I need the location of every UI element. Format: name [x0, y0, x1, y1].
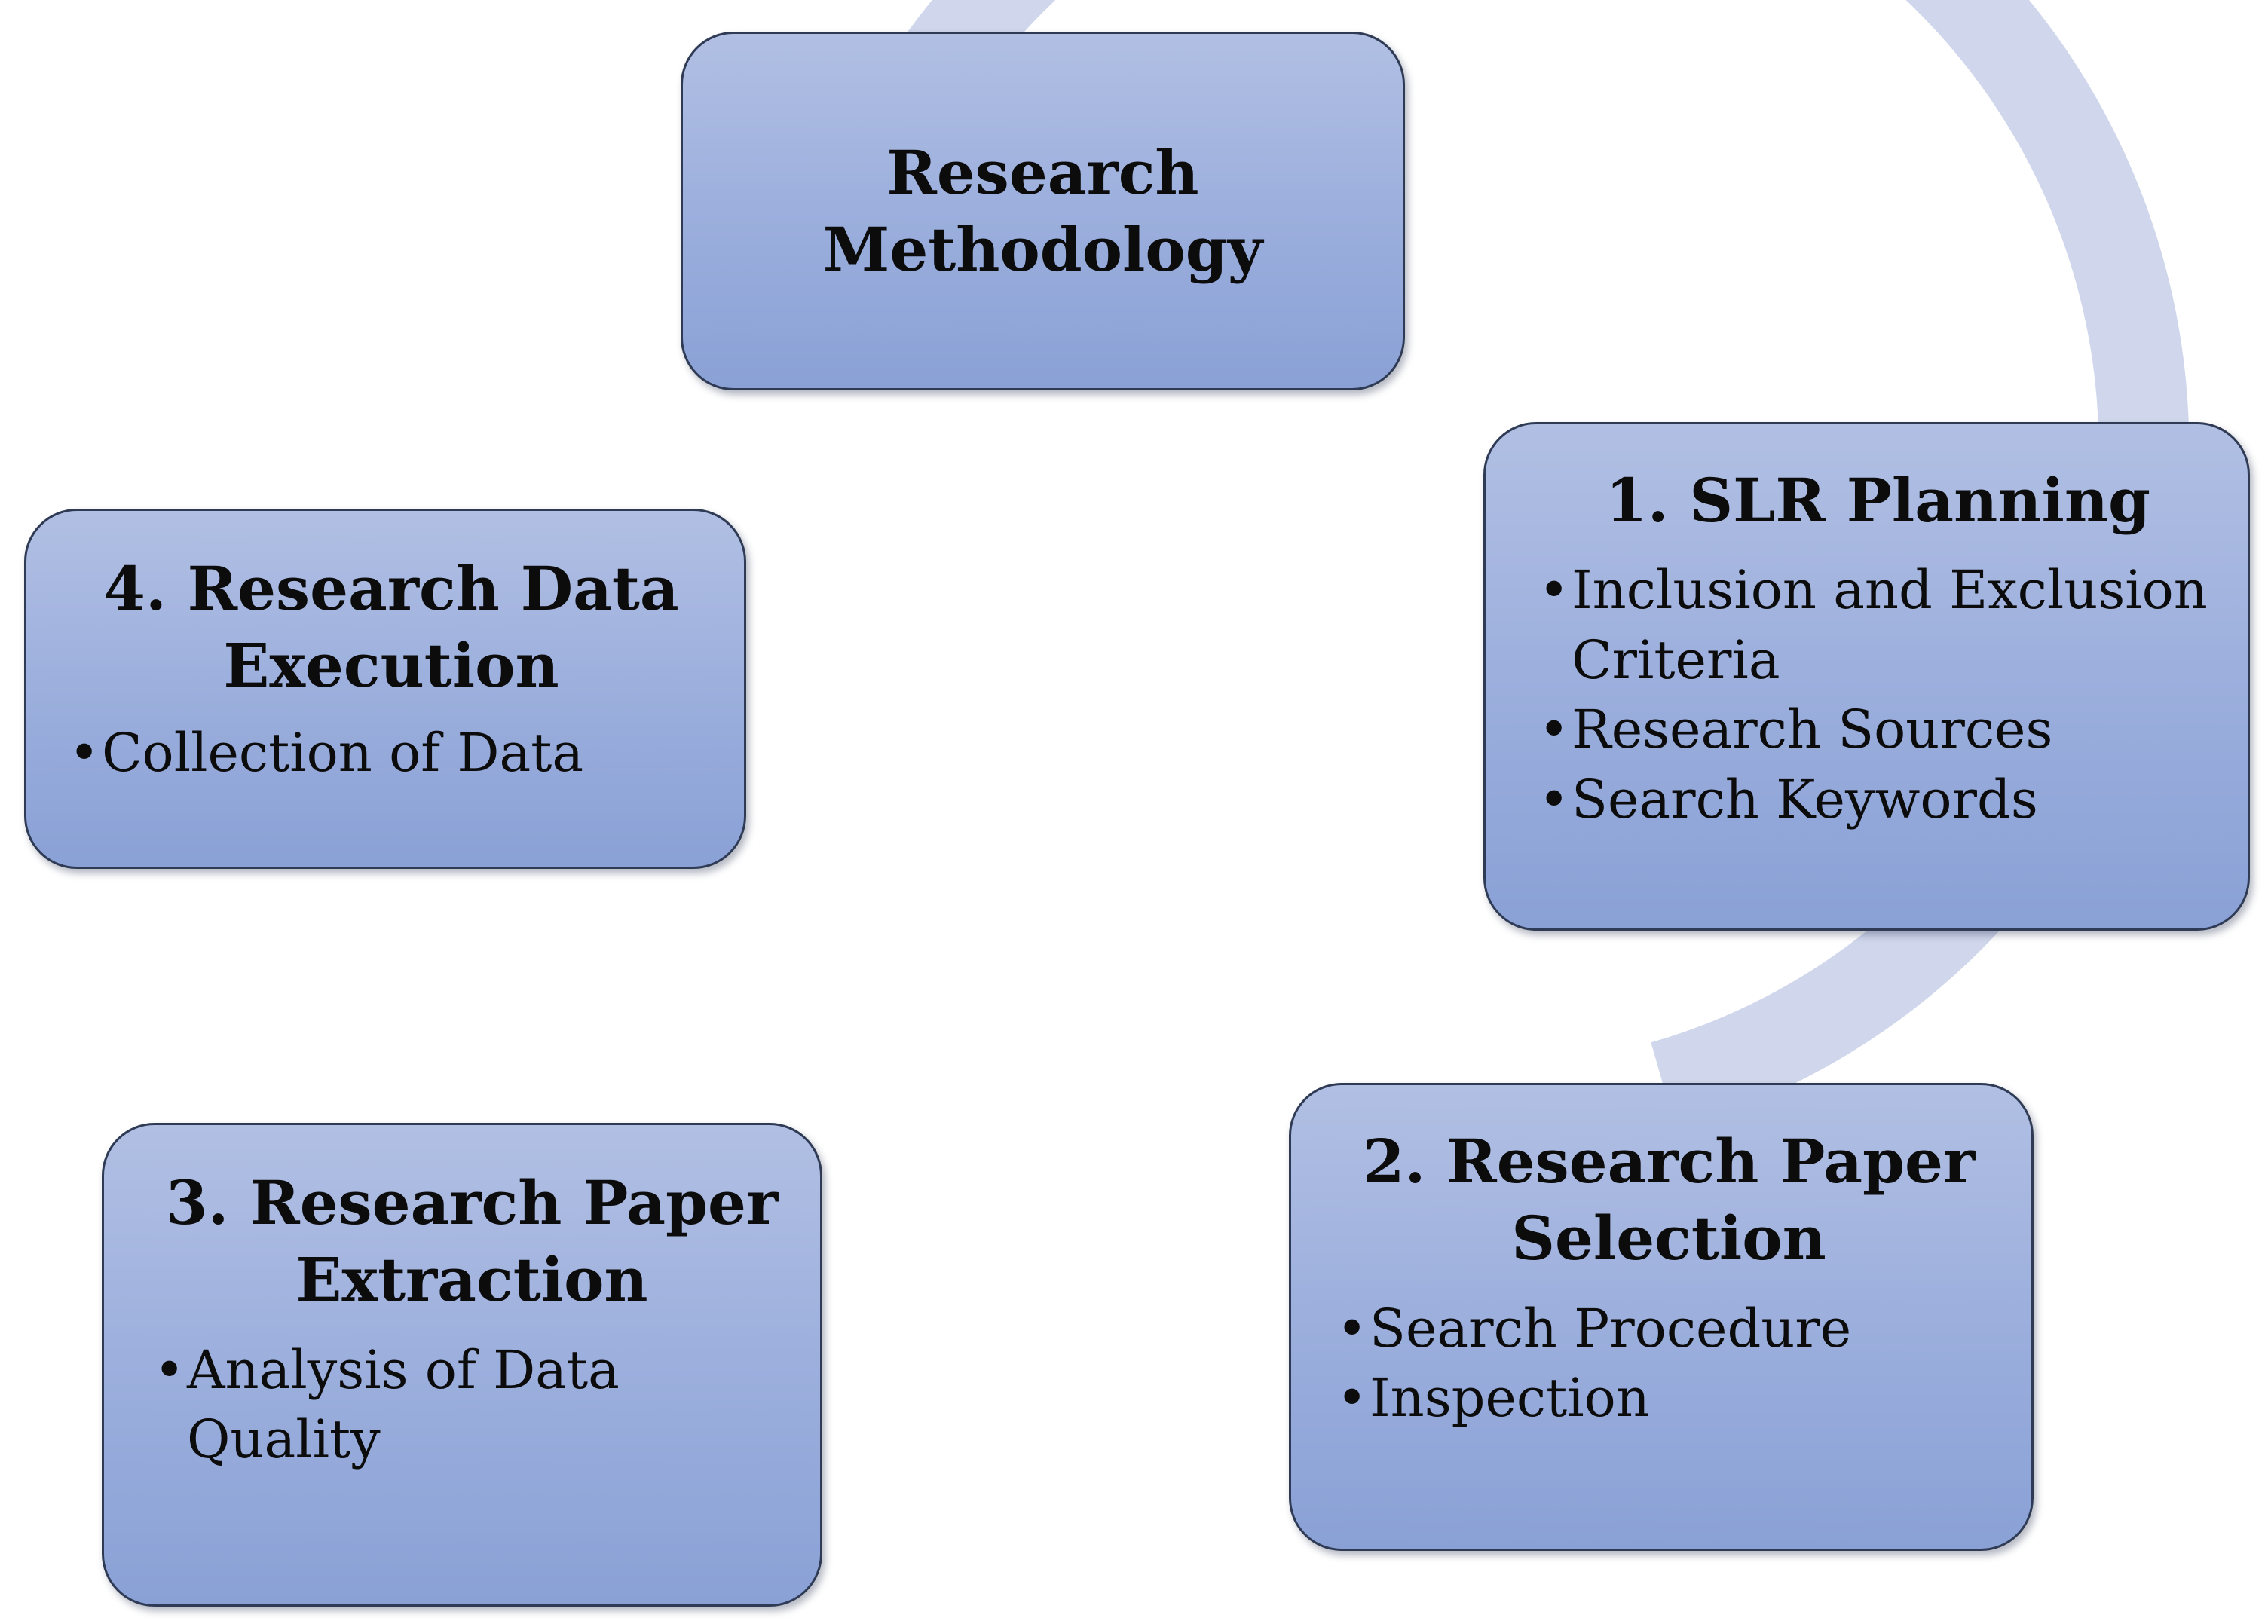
list-item: Inspection — [1336, 1363, 2001, 1433]
list-item: Search Procedure — [1336, 1294, 2001, 1364]
slr-planning-title: 1. SLR Planning — [1605, 465, 2150, 536]
slr-planning-box: 1. SLR Planning Inclusion and Exclusion … — [1483, 422, 2250, 931]
paper-extraction-list: Analysis of Data Quality — [154, 1335, 790, 1475]
paper-selection-title: 2. Research Paper Selection — [1362, 1126, 1976, 1274]
paper-selection-list: Search Procedure Inspection — [1336, 1294, 2001, 1433]
data-execution-list: Collection of Data — [69, 718, 714, 788]
list-item: Search Keywords — [1538, 765, 2217, 835]
list-item: Inclusion and Exclusion Criteria — [1538, 555, 2217, 695]
paper-extraction-box: 3. Research Paper Extraction Analysis of… — [102, 1123, 822, 1607]
paper-extraction-title: 3. Research Paper Extraction — [165, 1167, 779, 1316]
list-item: Collection of Data — [69, 718, 714, 788]
paper-selection-box: 2. Research Paper Selection Search Proce… — [1289, 1083, 2034, 1551]
list-item: Analysis of Data Quality — [154, 1335, 790, 1475]
data-execution-box: 4. Research Data Execution Collection of… — [24, 509, 746, 869]
data-execution-title: 4. Research Data Execution — [103, 553, 679, 702]
research-methodology-title: Research Methodology — [822, 136, 1263, 285]
slr-planning-list: Inclusion and Exclusion Criteria Researc… — [1538, 555, 2217, 834]
list-item: Research Sources — [1538, 695, 2217, 765]
research-methodology-box: Research Methodology — [681, 32, 1405, 390]
